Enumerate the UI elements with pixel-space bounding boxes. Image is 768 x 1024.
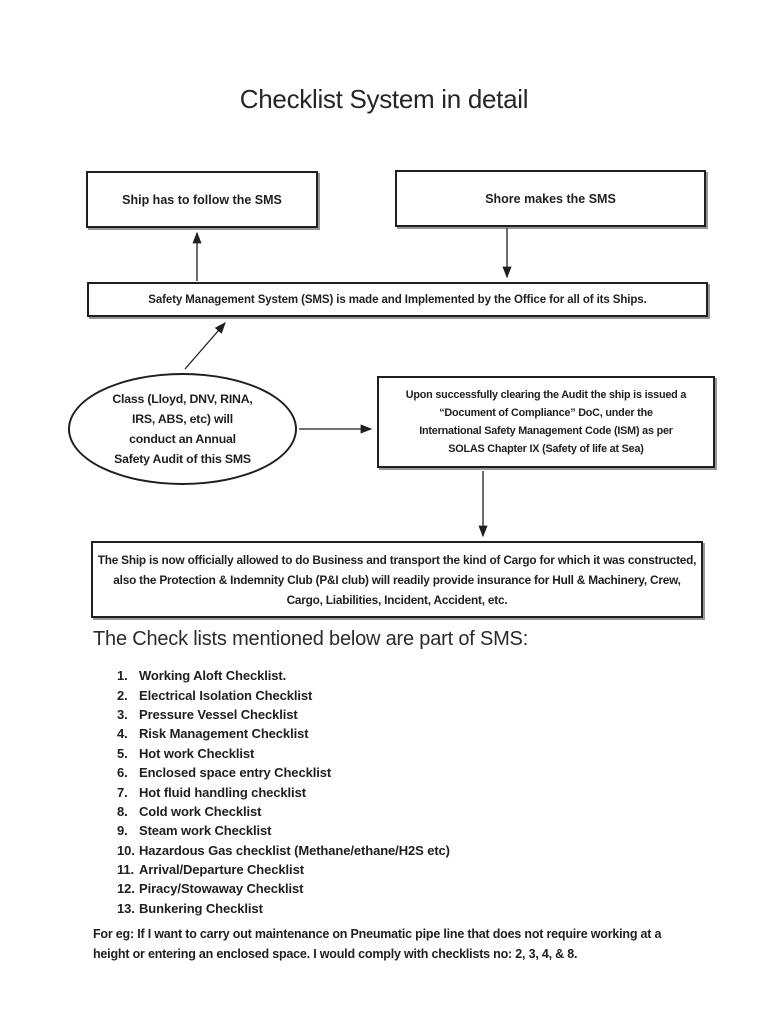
list-item: 5. Hot work Checklist [117,744,450,763]
list-item-number: 8. [117,803,128,819]
list-item-label: Risk Management Checklist [139,726,309,742]
list-item-label: Bunkering Checklist [139,900,263,916]
list-item-number: 7. [117,784,128,800]
list-item-label: Arrival/Departure Checklist [139,862,304,878]
list-item-label: Electrical Isolation Checklist [139,687,313,703]
checklists-heading: The Check lists mentioned below are part… [93,628,529,650]
flow-node-sms-label: Safety Management System (SMS) is made a… [148,293,647,306]
list-item-label: Pressure Vessel Checklist [139,706,298,722]
flow-node-ship-label: Ship has to follow the SMS [122,192,282,207]
list-item-number: 9. [117,823,128,839]
list-item-number: 13. [117,900,135,916]
flow-node-sms: Safety Management System (SMS) is made a… [87,282,708,317]
list-item-number: 11. [117,862,135,878]
audit-box-line: SOLAS Chapter IX (Safety of life at Sea) [448,443,644,455]
flow-node-class-audit-ellipse: Class (Lloyd, DNV, RINA, IRS, ABS, etc) … [68,373,297,485]
list-item: 11.Arrival/Departure Checklist [117,860,450,879]
list-item: 8. Cold work Checklist [117,802,450,821]
flow-node-business: The Ship is now officially allowed to do… [91,541,703,618]
list-item-number: 6. [117,765,128,781]
list-item-number: 2. [117,687,128,703]
list-item: 6. Enclosed space entry Checklist [117,763,450,782]
list-item: 9. Steam work Checklist [117,821,450,840]
audit-box-line: Upon successfully clearing the Audit the… [405,389,687,401]
list-item-number: 4. [117,726,128,742]
flow-node-doc-of-compliance: Upon successfully clearing the Audit the… [377,376,715,468]
audit-box-line: International Safety Management Code (IS… [419,425,673,437]
list-item: 13.Bunkering Checklist [117,899,450,918]
list-item-number: 5. [117,745,128,761]
list-item-number: 10. [117,842,135,858]
list-item: 12.Piracy/Stowaway Checklist [117,879,450,898]
list-item-number: 12. [117,881,135,897]
list-item-number: 1. [117,668,128,684]
checklist: 1. Working Aloft Checklist. 2. Electrical … [117,666,450,918]
ellipse-line: Class (Lloyd, DNV, RINA, [112,392,253,406]
list-item-label: Enclosed space entry Checklist [139,765,332,781]
list-item: 3. Pressure Vessel Checklist [117,705,450,724]
ellipse-line: Safety Audit of this SMS [114,452,251,466]
list-item: 10.Hazardous Gas checklist (Methane/etha… [117,841,450,860]
list-item-number: 3. [117,706,128,722]
ellipse-line: conduct an Annual [129,432,236,446]
flow-node-business-label: The Ship is now officially allowed to do… [97,552,697,607]
list-item: 1. Working Aloft Checklist. [117,666,450,685]
flow-node-ship: Ship has to follow the SMS [86,171,318,228]
arrow-ellipse-to-sms [184,322,226,370]
list-item: 7. Hot fluid handling checklist [117,782,450,801]
example-note: For eg: If I want to carry out maintenan… [93,927,662,962]
list-item: 2. Electrical Isolation Checklist [117,685,450,704]
audit-box-line: “Document of Compliance” DoC, under the [439,407,653,419]
list-item-label: Working Aloft Checklist. [139,668,287,684]
list-item-label: Cold work Checklist [139,803,262,819]
list-item: 4. Risk Management Checklist [117,724,450,743]
list-item-label: Hot fluid handling checklist [139,784,306,800]
list-item-label: Hot work Checklist [139,745,255,761]
list-item-label: Hazardous Gas checklist (Methane/ethane/… [139,842,450,858]
flow-node-shore-label: Shore makes the SMS [485,191,616,206]
ellipse-line: IRS, ABS, etc) will [132,412,233,426]
list-item-label: Steam work Checklist [139,823,272,839]
flow-node-shore: Shore makes the SMS [395,170,706,227]
page-title: Checklist System in detail [239,84,529,114]
list-item-label: Piracy/Stowaway Checklist [139,881,304,897]
